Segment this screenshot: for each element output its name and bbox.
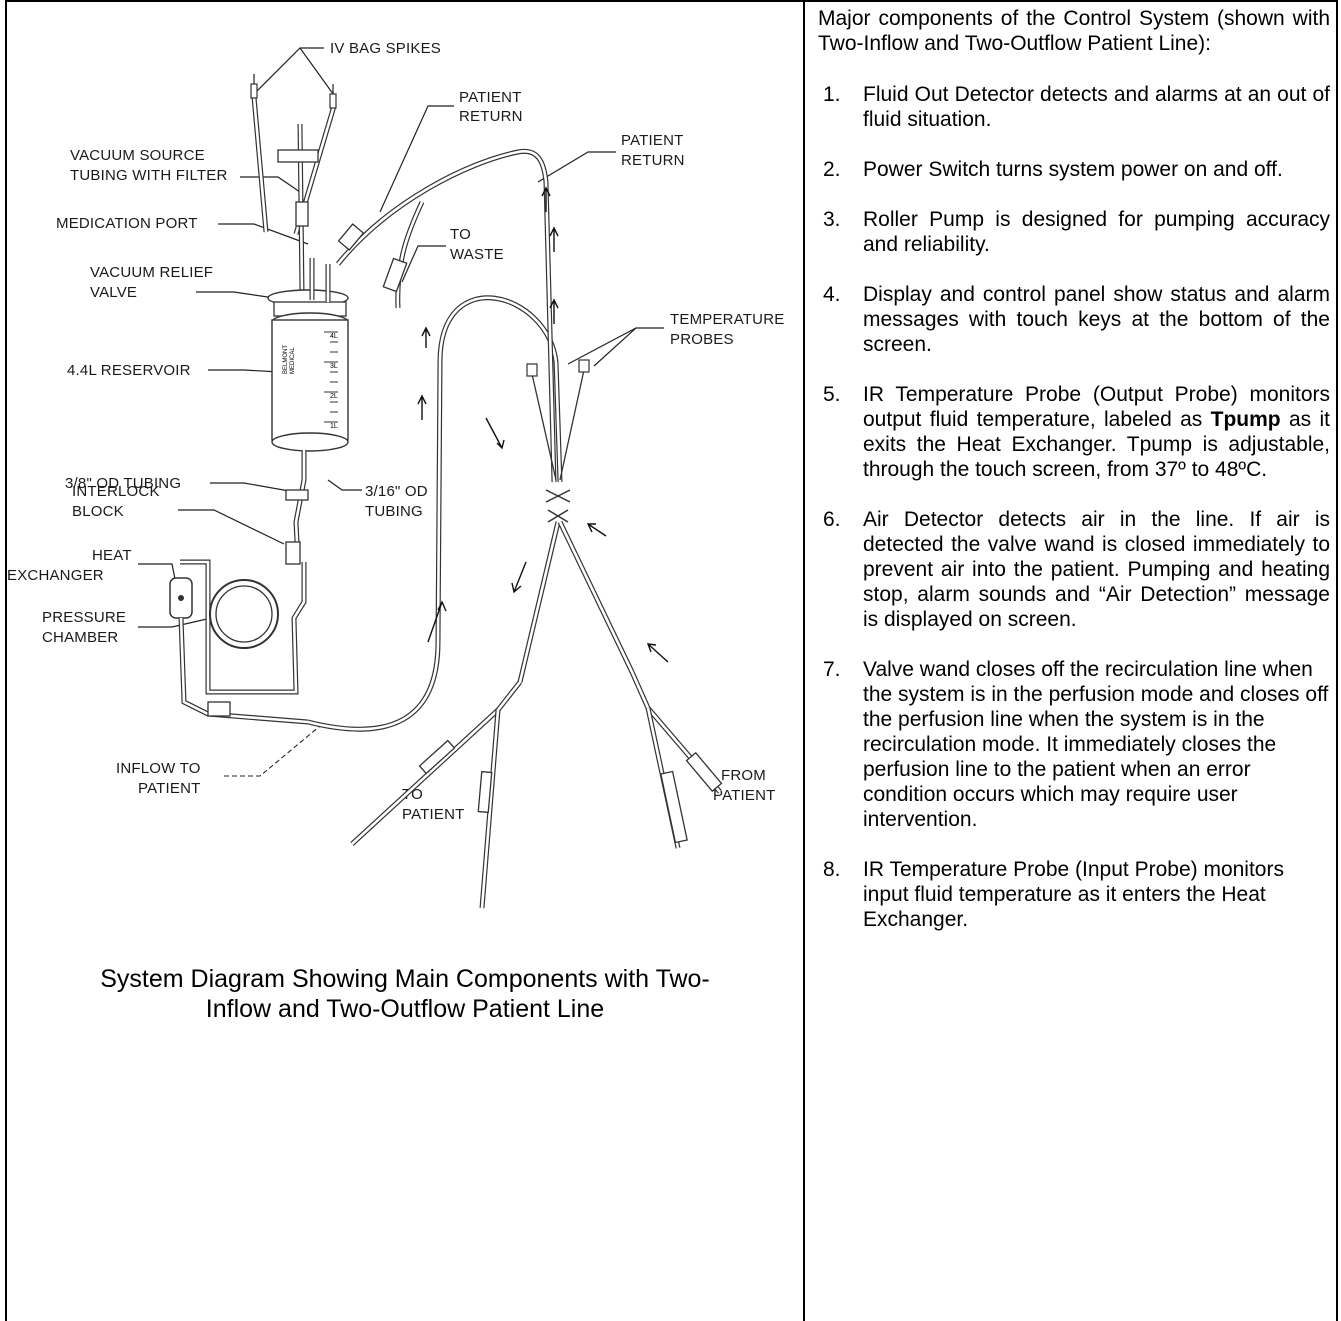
reservoir-mark-1l: 1L	[330, 423, 338, 430]
tpump-bold: Tpump	[1211, 408, 1281, 431]
iv-bag-spikes	[251, 74, 336, 292]
label-interlock-a: INTERLOCK	[72, 483, 160, 500]
label-vacuum-relief-a: VACUUM RELIEF	[90, 264, 213, 281]
label-temperature-probes-a: TEMPERATURE	[670, 311, 784, 328]
list-item: 3. Roller Pump is designed for pumping ac…	[818, 207, 1330, 257]
label-medication-port: MEDICATION PORT	[56, 215, 198, 232]
system-diagram: IV BAG SPIKES PATIENT RETURN PATIENT RET…	[8, 2, 802, 962]
item-number: 7.	[823, 657, 841, 682]
item-text: IR Temperature Probe (Input Probe) monit…	[863, 858, 1284, 931]
label-heat-exchanger-b: EXCHANGER	[8, 567, 104, 584]
reservoir-mark-3l: 3L	[330, 363, 338, 370]
label-to-waste-b: WASTE	[450, 246, 504, 263]
item-number: 3.	[823, 207, 841, 232]
column-divider	[803, 0, 805, 1321]
label-vacuum-relief-b: VALVE	[90, 284, 137, 301]
label-from-patient-b: PATIENT	[713, 787, 776, 804]
reservoir-brand-1: BELMONT	[283, 345, 289, 374]
item-number: 1.	[823, 82, 841, 107]
list-item: 8. IR Temperature Probe (Input Probe) mon…	[818, 857, 1330, 932]
label-inflow-b: PATIENT	[138, 780, 201, 797]
caption-line-2: Inflow and Two-Outflow Patient Line	[10, 994, 800, 1024]
item-text: Roller Pump is designed for pumping accu…	[863, 208, 1330, 256]
label-inflow-a: INFLOW TO	[116, 760, 201, 777]
components-list: 1. Fluid Out Detector detects and alarms …	[818, 82, 1330, 932]
label-iv-bag-spikes: IV BAG SPIKES	[330, 40, 441, 57]
item-number: 8.	[823, 857, 841, 882]
item-text: Display and control panel show status an…	[863, 283, 1330, 356]
item-text: Valve wand closes off the recirculation …	[863, 658, 1328, 831]
label-patient-return-1a: PATIENT	[459, 89, 522, 106]
label-reservoir: 4.4L RESERVOIR	[67, 362, 191, 379]
item-number: 2.	[823, 157, 841, 182]
label-patient-return-2a: PATIENT	[621, 132, 684, 149]
label-heat-exchanger-a: HEAT	[92, 547, 132, 564]
label-to-patient-b: PATIENT	[402, 806, 465, 823]
item-text: Air Detector detects air in the line. If…	[863, 508, 1330, 631]
reservoir-mark-2l: 2L	[330, 393, 338, 400]
list-item: 4. Display and control panel show status …	[818, 282, 1330, 357]
reservoir-brand-2: MEDICAL	[290, 347, 296, 374]
item-number: 4.	[823, 282, 841, 307]
list-item: 1. Fluid Out Detector detects and alarms …	[818, 82, 1330, 132]
label-pressure-chamber-a: PRESSURE	[42, 609, 126, 626]
components-intro: Major components of the Control System (…	[818, 6, 1330, 56]
leader-lines	[138, 48, 664, 776]
heat-exchanger-assembly	[170, 450, 308, 722]
label-patient-return-1b: RETURN	[459, 108, 523, 125]
label-vacuum-source-a: VACUUM SOURCE	[70, 147, 205, 164]
label-from-patient-a: FROM	[721, 767, 766, 784]
list-item: 6. Air Detector detects air in the line. …	[818, 507, 1330, 632]
label-interlock-b: BLOCK	[72, 503, 124, 520]
diagram-caption: System Diagram Showing Main Components w…	[10, 964, 800, 1024]
list-item: 2. Power Switch turns system power on and…	[818, 157, 1330, 182]
item-text: Fluid Out Detector detects and alarms at…	[863, 83, 1330, 131]
patient-return-tubing	[338, 151, 554, 482]
list-item: 7. Valve wand closes off the recirculatio…	[818, 657, 1330, 832]
label-to-waste-a: TO	[450, 226, 471, 243]
label-od-316-a: 3/16" OD	[365, 483, 428, 500]
item-number: 5.	[823, 382, 841, 407]
label-vacuum-source-b: TUBING WITH FILTER	[70, 167, 227, 184]
item-number: 6.	[823, 507, 841, 532]
reservoir-mark-4l: 4L	[330, 333, 338, 340]
label-temperature-probes-b: PROBES	[670, 331, 734, 348]
label-patient-return-2b: RETURN	[621, 152, 685, 169]
label-pressure-chamber-b: CHAMBER	[42, 629, 118, 646]
reservoir: 4L 3L 2L 1L BELMONT MEDICAL	[268, 258, 348, 451]
caption-line-1: System Diagram Showing Main Components w…	[10, 964, 800, 994]
label-od-316-b: TUBING	[365, 503, 423, 520]
list-item: 5.IR Temperature Probe (Output Probe) mo…	[818, 382, 1330, 482]
item-text: Power Switch turns system power on and o…	[863, 158, 1283, 181]
components-panel: Major components of the Control System (…	[818, 6, 1330, 957]
